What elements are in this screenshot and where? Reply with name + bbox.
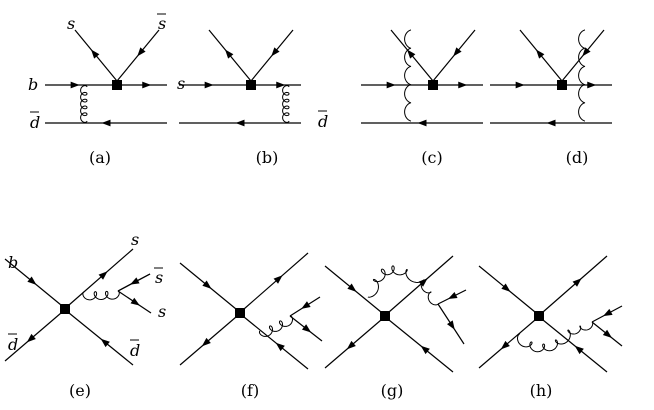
quark-f-s-arrow bbox=[301, 324, 312, 333]
quark-f-dbar-arrow bbox=[201, 337, 211, 347]
quark-a-b-in-arrow bbox=[70, 81, 80, 89]
quark-e-sbar-arrow bbox=[130, 277, 140, 285]
quark-c-sbar-top-arrow bbox=[453, 47, 462, 57]
caption-f: (f) bbox=[241, 381, 259, 400]
label-a-s-top: s bbox=[67, 14, 75, 33]
caption-b: (b) bbox=[256, 148, 279, 167]
quark-c-s-top-arrow bbox=[407, 49, 416, 59]
quark-g-s-arrow bbox=[446, 320, 455, 330]
caption-h: (h) bbox=[530, 381, 553, 400]
quark-a-sbar-top-arrow bbox=[137, 47, 146, 57]
gluon-g-link bbox=[420, 279, 439, 306]
caption-e: (e) bbox=[69, 381, 91, 400]
vertex-b bbox=[246, 80, 256, 90]
quark-g-sbar-arrow bbox=[447, 291, 458, 300]
quark-a-dbar-arrow bbox=[101, 119, 111, 127]
quark-g-b-in-arrow bbox=[347, 283, 357, 292]
gluon-e bbox=[82, 290, 120, 301]
quark-e-dbar-arrow bbox=[26, 333, 36, 343]
label-a-dbar: d bbox=[30, 113, 40, 132]
gluon-f bbox=[258, 315, 294, 337]
gluon-b bbox=[282, 85, 290, 123]
quark-b-b-in-arrow bbox=[204, 81, 214, 89]
vertex-h bbox=[534, 311, 544, 321]
quark-c-dbar-arrow bbox=[417, 119, 427, 127]
quark-g-dbar-out-arrow bbox=[420, 345, 430, 355]
gluon-a bbox=[80, 85, 88, 123]
label-e-dbar: d bbox=[8, 335, 18, 354]
vertex-e bbox=[60, 304, 70, 314]
quark-f-s-out-arrow bbox=[273, 275, 283, 284]
quark-h-dbar-out-arrow bbox=[574, 345, 584, 355]
gluon-h-link bbox=[567, 321, 594, 335]
quark-b-s-out-arrow bbox=[276, 81, 286, 89]
vertex-a bbox=[112, 80, 122, 90]
label-e-dbar-bottom: d bbox=[130, 341, 140, 360]
vertex-d bbox=[557, 80, 567, 90]
gluon-g-arc bbox=[367, 265, 425, 298]
gluon-lines bbox=[80, 29, 594, 353]
quark-d-s-top-arrow bbox=[536, 49, 545, 59]
gluon-h-arc bbox=[517, 329, 571, 353]
quark-b-dbar-arrow bbox=[235, 119, 245, 127]
quark-d-sbar-top-arrow bbox=[582, 47, 591, 57]
gluon-d bbox=[578, 29, 586, 122]
caption-g: (g) bbox=[381, 381, 404, 400]
quark-g-dbar-arrow bbox=[346, 340, 356, 350]
label-a-s-right: s bbox=[177, 74, 185, 93]
quark-h-sbar-arrow bbox=[603, 308, 613, 317]
caption-c: (c) bbox=[421, 148, 442, 167]
label-b-dbar: d bbox=[318, 112, 328, 131]
quark-lines bbox=[4, 29, 623, 373]
quark-a-s-out-arrow bbox=[142, 81, 152, 89]
quark-e-b-in-arrow bbox=[27, 276, 37, 285]
quark-d-dbar-arrow bbox=[546, 119, 556, 127]
quark-c-b-in-arrow bbox=[386, 81, 396, 89]
gluon-c bbox=[404, 29, 412, 122]
quark-b-s-top-arrow bbox=[225, 49, 234, 59]
quark-e-s-arrow bbox=[130, 297, 140, 306]
caption-d: (d) bbox=[566, 148, 589, 167]
label-e-s-mid: s bbox=[158, 302, 166, 321]
quark-g-s-out-arrow bbox=[418, 278, 428, 287]
vertex-g bbox=[380, 311, 390, 321]
quark-f-dbar-out-arrow bbox=[275, 342, 285, 352]
quark-b-sbar-top-arrow bbox=[271, 47, 280, 57]
quark-h-dbar-arrow bbox=[500, 340, 510, 350]
vertex-f bbox=[235, 308, 245, 318]
weak-vertices bbox=[60, 80, 567, 321]
quark-e-dbar-out-arrow bbox=[100, 338, 110, 348]
vertex-c bbox=[428, 80, 438, 90]
quark-h-s-out-arrow bbox=[572, 278, 582, 287]
quark-h-s-arrow bbox=[602, 329, 613, 339]
label-e-b: b bbox=[8, 253, 18, 272]
quark-f-b-in-arrow bbox=[202, 280, 212, 289]
quark-d-s-out-arrow bbox=[587, 81, 597, 89]
quark-h-b-in-arrow bbox=[501, 283, 511, 292]
quark-c-s-out-arrow bbox=[458, 81, 468, 89]
quark-a-s-top-arrow bbox=[91, 49, 100, 59]
label-e-s-top: s bbox=[131, 230, 139, 249]
quark-d-b-in-arrow bbox=[515, 81, 525, 89]
quark-e-s-out-arrow bbox=[98, 271, 108, 280]
quark-f-sbar-arrow bbox=[301, 301, 311, 309]
label-e-sbar: s bbox=[155, 268, 163, 287]
caption-a: (a) bbox=[89, 148, 111, 167]
label-a-b: b bbox=[28, 75, 38, 94]
label-a-sbar-top: s bbox=[158, 14, 166, 33]
